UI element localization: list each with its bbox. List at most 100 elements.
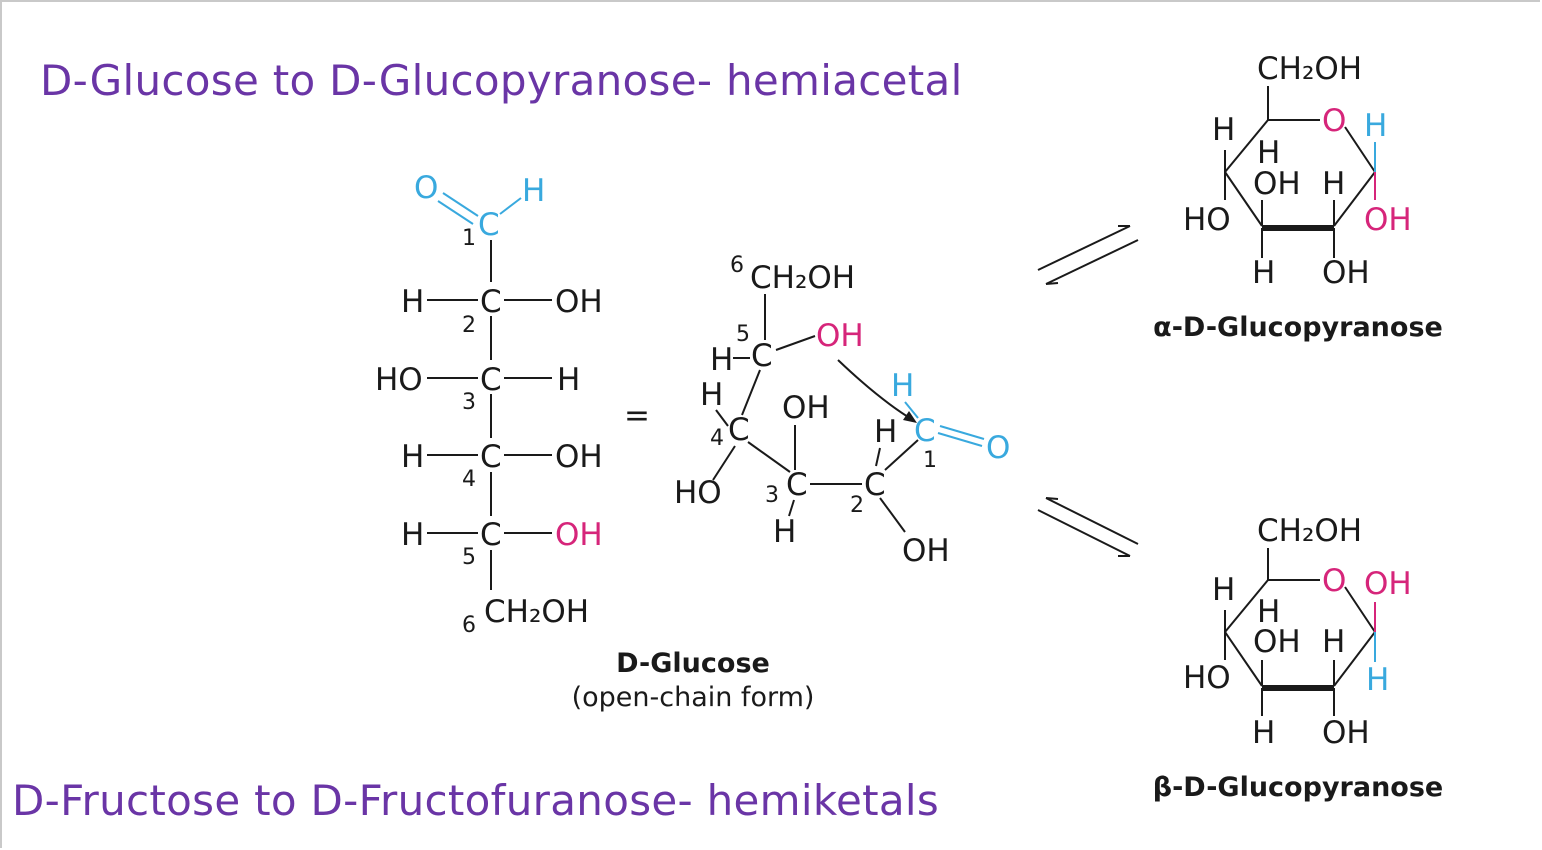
beta-c4-h: H xyxy=(1257,594,1280,630)
fischer-num-5: 5 xyxy=(462,545,476,570)
beta-c3-h: H xyxy=(1252,715,1275,751)
beta-ring-c5-c4 xyxy=(1224,579,1269,633)
beta-ch2oh: CH₂OH xyxy=(1257,513,1362,549)
fischer-c4: C xyxy=(480,439,502,475)
chain-c2-c1-bond xyxy=(884,439,919,471)
fischer-aldehyde-h: H xyxy=(522,173,545,209)
chain-co-double-b xyxy=(937,432,983,447)
arrow-head xyxy=(903,411,917,423)
fischer-co-double-bond-a xyxy=(442,192,479,217)
chain-c2-oh-bond xyxy=(879,497,906,533)
chain-c2-h: H xyxy=(874,414,897,450)
fischer-c2-h: H xyxy=(401,284,424,320)
slide-heading-fructose: D-Fructose to D-Fructofuranose- hemiketa… xyxy=(12,776,940,825)
fischer-aldehyde-o: O xyxy=(414,170,438,206)
fischer-num-2: 2 xyxy=(462,313,476,338)
beta-c5-h: H xyxy=(1212,572,1235,608)
fischer-ch-bond xyxy=(499,197,522,215)
alpha-caption: α-D-Glucopyranose xyxy=(1153,312,1443,343)
chain-c1-o: O xyxy=(986,430,1010,466)
alpha-ring-c5-c4 xyxy=(1224,119,1269,173)
open-chain-subtitle: (open-chain form) xyxy=(572,682,815,713)
alpha-c1-oh: OH xyxy=(1364,202,1412,238)
chain-num-5: 5 xyxy=(736,322,750,347)
chain-c3-oh: OH xyxy=(782,390,830,426)
alpha-c2-oh: OH xyxy=(1322,255,1370,291)
fischer-c3-ho: HO xyxy=(375,362,423,398)
open-chain-name: D-Glucose xyxy=(616,648,770,679)
chain-c5-c4-bond xyxy=(741,369,761,416)
chain-c3-h: H xyxy=(773,514,796,550)
fischer-c5-h: H xyxy=(401,517,424,553)
fischer-num-6: 6 xyxy=(462,613,476,638)
chain-num-1: 1 xyxy=(923,448,937,473)
fischer-num-3: 3 xyxy=(462,390,476,415)
chain-c4: C xyxy=(728,412,750,448)
equals-sign: = xyxy=(624,398,650,434)
beta-caption: β-D-Glucopyranose xyxy=(1153,772,1443,803)
beta-ring-o-c1 xyxy=(1344,586,1376,633)
beta-c1-oh: OH xyxy=(1364,566,1412,602)
chain-c5-oh-bond xyxy=(775,335,816,351)
equilibrium-arrow-alpha xyxy=(1037,225,1139,285)
alpha-ch2oh: CH₂OH xyxy=(1257,51,1362,87)
beta-c2-oh: OH xyxy=(1322,715,1370,751)
chain-co-double-a xyxy=(939,425,985,440)
fischer-c6-ch2oh: CH₂OH xyxy=(484,594,589,630)
chain-c5-oh: OH xyxy=(816,318,864,354)
chain-c6-ch2oh: CH₂OH xyxy=(750,260,855,296)
chain-num-4: 4 xyxy=(710,426,724,451)
chain-c3-h-bond xyxy=(788,499,795,517)
fischer-c3: C xyxy=(480,362,502,398)
alpha-c2-h: H xyxy=(1322,166,1345,202)
chain-c5-h: H xyxy=(710,342,733,378)
beta-ring-o: O xyxy=(1322,563,1346,599)
chain-c4-ho-bond xyxy=(712,445,736,481)
alpha-c3-oh: OH xyxy=(1253,166,1301,202)
open-chain-drawing: 6 CH₂OH 5 H C OH H 4 C HO OH 3 C H H 2 C… xyxy=(674,253,1010,569)
chain-c2-oh: OH xyxy=(902,533,950,569)
slide-heading-glucose: D-Glucose to D-Glucopyranose- hemiacetal xyxy=(40,56,963,105)
fischer-c5: C xyxy=(480,517,502,553)
chain-num-3: 3 xyxy=(765,483,779,508)
fischer-c4-h: H xyxy=(401,439,424,475)
fischer-num-4: 4 xyxy=(462,467,476,492)
chain-c5: C xyxy=(751,338,773,374)
fischer-c2: C xyxy=(480,284,502,320)
chain-c4-ho: HO xyxy=(674,475,722,511)
alpha-ring-o-c1 xyxy=(1344,126,1376,173)
chain-c1: C xyxy=(914,413,936,449)
chain-num-6: 6 xyxy=(730,253,744,278)
chain-num-2: 2 xyxy=(850,493,864,518)
equilibrium-arrow-beta xyxy=(1037,497,1139,557)
chain-c1-h-bond xyxy=(904,401,919,419)
fischer-c3-h: H xyxy=(557,362,580,398)
chain-c3: C xyxy=(786,467,808,503)
alpha-ring-o: O xyxy=(1322,103,1346,139)
alpha-c3-h: H xyxy=(1252,255,1275,291)
beta-ring-c4-c3 xyxy=(1224,631,1263,687)
beta-c3-oh: OH xyxy=(1253,624,1301,660)
chain-c4-h: H xyxy=(700,377,723,413)
beta-c4-ho: HO xyxy=(1183,660,1231,696)
alpha-c5-h: H xyxy=(1212,112,1235,148)
fischer-c5-oh: OH xyxy=(555,517,603,553)
beta-c1-h: H xyxy=(1366,662,1389,698)
alpha-ring-c4-c3 xyxy=(1224,171,1263,227)
chain-c2: C xyxy=(864,467,886,503)
fischer-c2-oh: OH xyxy=(555,284,603,320)
alpha-glucopyranose: CH₂OH H O H OH HO H OH H H OH α-D-Glucop… xyxy=(1153,51,1443,343)
beta-c2-h: H xyxy=(1322,624,1345,660)
chain-c4-c3-bond xyxy=(747,441,791,473)
chain-c4-h-bond xyxy=(715,409,729,427)
beta-glucopyranose: CH₂OH H O OH H HO H OH H H OH β-D-Glucop… xyxy=(1153,513,1443,803)
fischer-projection: O H C 1 H C 2 OH HO C 3 H H C 4 OH H xyxy=(375,170,603,638)
alpha-c4-ho: HO xyxy=(1183,202,1231,238)
fischer-co-double-bond-b xyxy=(437,200,474,225)
fischer-num-1: 1 xyxy=(462,226,476,251)
beta-ring-c2-c1 xyxy=(1333,631,1376,687)
chain-c1-h: H xyxy=(891,368,914,404)
alpha-c4-h: H xyxy=(1257,135,1280,171)
